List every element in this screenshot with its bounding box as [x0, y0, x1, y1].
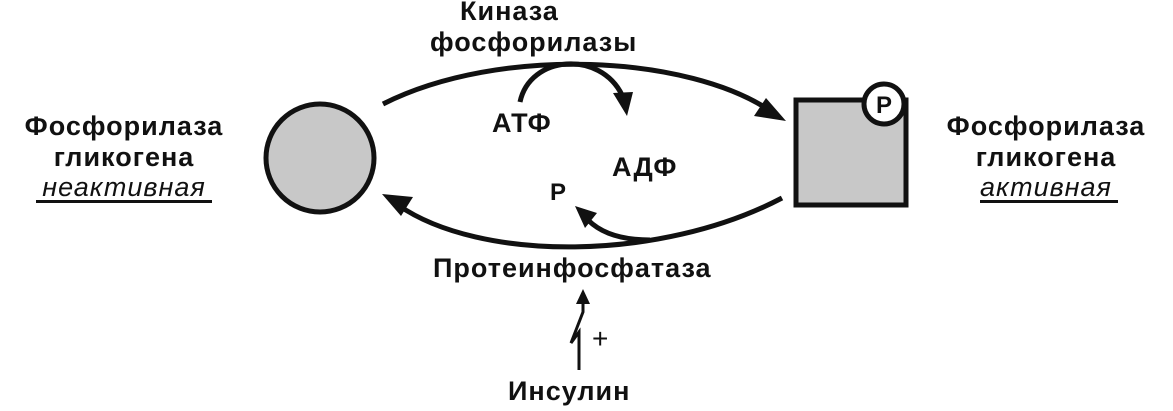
insulin-stimulation-arrow	[569, 298, 585, 370]
active-state-label: активная	[980, 172, 1112, 202]
phosphatase-arc-arrow	[396, 195, 784, 250]
kinase-arc-arrow	[381, 61, 774, 115]
phosphate-release-arrowhead	[575, 206, 597, 228]
active-line2: гликогена	[975, 142, 1117, 172]
atp-adp-arc-arrow	[517, 61, 625, 103]
phosphate-badge-label: P	[876, 92, 892, 119]
atp-label: АТФ	[492, 108, 552, 138]
insulin-plus-sign: +	[592, 323, 610, 354]
phosphate-badge-circle	[861, 81, 907, 127]
inactive-state-underline	[36, 200, 212, 203]
phosphatase-arc-arrowhead	[382, 194, 413, 216]
active-line1: Фосфорилаза	[946, 111, 1146, 141]
kinase-arc-arrowhead	[754, 98, 786, 121]
phosphate-release-arc-arrow	[586, 218, 651, 243]
phosphatase-label: Протеинфосфатаза	[433, 253, 712, 283]
insulin-stimulation-arrowhead	[576, 289, 590, 304]
atp-adp-arrowhead	[613, 92, 633, 116]
inactive-state-label: неактивная	[42, 172, 206, 202]
insulin-label: Инсулин	[508, 376, 631, 406]
inactive-line1: Фосфорилаза	[24, 111, 224, 141]
active-state-underline	[980, 200, 1118, 203]
kinase-label-line1: Киназа	[460, 0, 559, 26]
inactive-phosphorylase-circle	[263, 101, 377, 215]
released-phosphate-label: Р	[550, 179, 568, 206]
inactive-line2: гликогена	[53, 142, 195, 172]
adp-label: АДФ	[612, 152, 678, 182]
kinase-label-line2: фосфорилазы	[430, 27, 638, 57]
